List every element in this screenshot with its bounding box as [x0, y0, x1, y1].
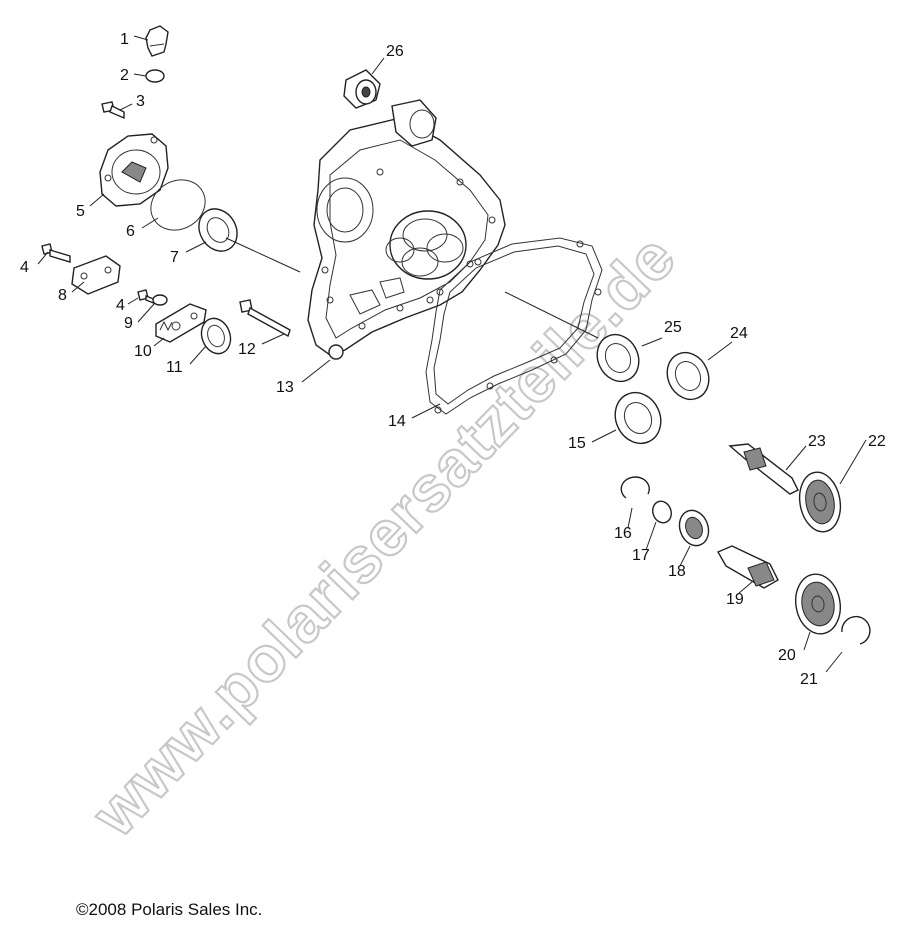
callout-12: 12: [238, 341, 256, 358]
part-19-shaft: [717, 545, 779, 589]
part-26-bushing: [343, 69, 381, 109]
callout-20: 20: [778, 647, 796, 664]
part-23-shaft: [728, 443, 799, 495]
part-9-washer: [152, 294, 168, 306]
callout-10: 10: [134, 343, 152, 360]
part-2-o-ring: [145, 69, 165, 83]
part-14-gasket: [425, 237, 603, 415]
part-17-ring: [652, 500, 672, 524]
callout-11: 11: [166, 359, 183, 376]
callout-22: 22: [868, 433, 886, 450]
part-22-gear: [798, 471, 842, 533]
part-18-bearing: [678, 509, 710, 547]
callout-4-lower: 4: [116, 297, 125, 314]
part-16-circlip: [620, 476, 650, 499]
callout-7: 7: [170, 249, 179, 266]
gearcase-cover: [307, 99, 506, 360]
part-21-circlip: [841, 615, 871, 645]
part-3-bolt: [101, 101, 125, 120]
copyright-text: ©2008 Polaris Sales Inc.: [76, 900, 263, 919]
part-7-seal: [198, 208, 238, 252]
callout-13: 13: [276, 379, 294, 396]
callout-24: 24: [730, 325, 748, 342]
part-15-bearing: [614, 391, 662, 445]
callout-21: 21: [800, 671, 818, 688]
callout-4-upper: 4: [20, 259, 29, 276]
callout-1: 1: [120, 31, 129, 48]
part-8-plate: [71, 255, 121, 295]
callout-18: 18: [668, 563, 686, 580]
callout-25: 25: [664, 319, 682, 336]
part-24-bearing: [666, 351, 710, 401]
callout-6: 6: [126, 223, 135, 240]
callout-17: 17: [632, 547, 650, 564]
part-4-bolt-upper: [41, 243, 71, 263]
part-5-housing: [99, 133, 169, 207]
part-6-o-ring: [150, 179, 206, 231]
part-12-bolt: [239, 299, 291, 338]
callout-9: 9: [124, 315, 133, 332]
callout-8: 8: [58, 287, 67, 304]
leader-lines: [37, 35, 867, 673]
callout-15: 15: [568, 435, 586, 452]
part-25-bearing: [596, 333, 640, 383]
part-11-seal: [200, 317, 232, 355]
part-20-gear: [795, 573, 841, 635]
callout-16: 16: [614, 525, 632, 542]
callout-19: 19: [726, 591, 744, 608]
callout-3: 3: [136, 93, 145, 110]
callout-2: 2: [120, 67, 129, 84]
callout-14: 14: [388, 413, 406, 430]
callout-23: 23: [808, 433, 826, 450]
part-1-fill-plug: [145, 25, 169, 57]
callout-26: 26: [386, 43, 404, 60]
part-10-gear-plate: [155, 303, 207, 343]
callout-5: 5: [76, 203, 85, 220]
